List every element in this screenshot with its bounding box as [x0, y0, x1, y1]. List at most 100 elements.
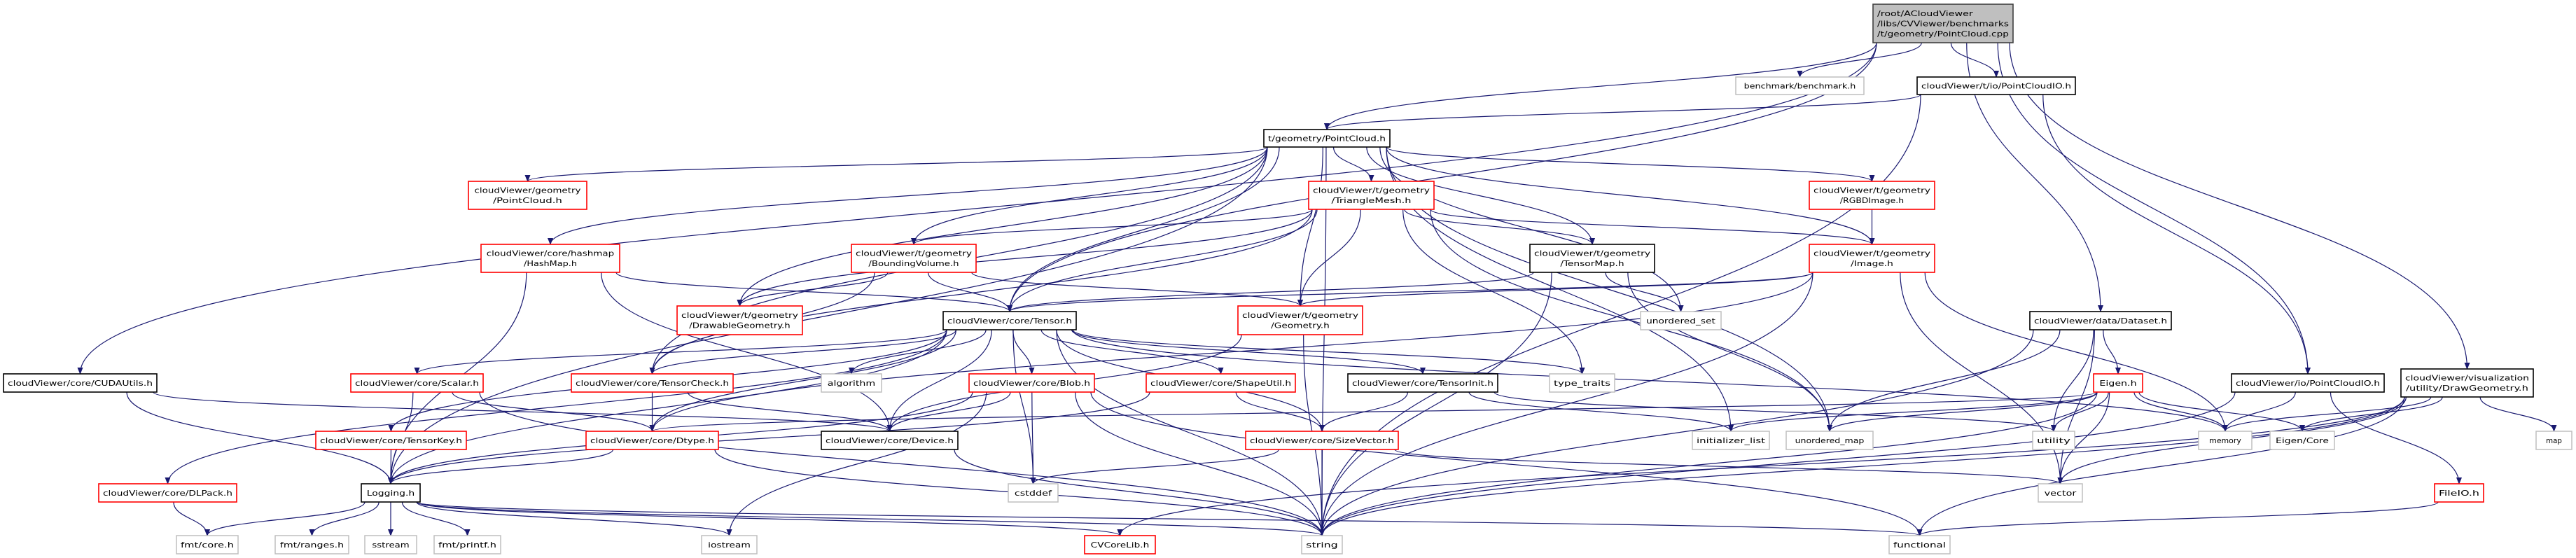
node-label: fmt/printf.h	[438, 540, 496, 550]
edge-Tensor-to-string	[1056, 329, 1325, 536]
node-box	[315, 431, 467, 450]
node-TensorMap[interactable]: cloudViewer/t/geometry/TensorMap.h	[1529, 244, 1655, 273]
node-box	[2198, 431, 2253, 450]
node-unordered_set[interactable]: unordered_set	[1640, 311, 1722, 330]
node-box	[821, 373, 882, 393]
node-Blob[interactable]: cloudViewer/core/Blob.h	[968, 373, 1095, 393]
node-DrawGeometry[interactable]: cloudViewer/visualization/utility/DrawGe…	[2400, 368, 2534, 398]
node-Tensor[interactable]: cloudViewer/core/Tensor.h	[942, 311, 1077, 330]
node-box	[2434, 483, 2484, 503]
node-label: /DrawableGeometry.h	[689, 321, 790, 330]
edge-Scalar-to-Dtype	[452, 391, 655, 432]
node-SizeVector[interactable]: cloudViewer/core/SizeVector.h	[1245, 431, 1399, 450]
node-label: cloudViewer/t/geometry	[856, 249, 972, 258]
edge-TensorMap-to-Tensor	[1007, 272, 1534, 312]
node-EigenCore[interactable]: Eigen/Core	[2269, 431, 2335, 450]
node-Logging[interactable]: Logging.h	[361, 483, 421, 503]
node-box	[176, 535, 239, 554]
node-type_traits[interactable]: type_traits	[1549, 373, 1615, 393]
edge-DrawGeometry-to-memory	[2222, 396, 2432, 432]
node-fmtranges[interactable]: fmt/ranges.h	[274, 535, 349, 554]
node-label: Eigen.h	[2099, 379, 2136, 388]
node-ShapeUtil[interactable]: cloudViewer/core/ShapeUtil.h	[1146, 373, 1296, 393]
node-box	[571, 373, 734, 393]
node-label: cloudViewer/core/Blob.h	[973, 379, 1090, 388]
node-label: /Geometry.h	[1271, 321, 1330, 330]
node-RGBDImage[interactable]: cloudViewer/t/geometry/RGBDImage.h	[1809, 181, 1935, 210]
node-label: CVCoreLib.h	[1091, 540, 1150, 550]
node-initializer_list[interactable]: initializer_list	[1692, 431, 1770, 450]
node-Device[interactable]: cloudViewer/core/Device.h	[821, 431, 959, 450]
node-box	[2535, 431, 2572, 450]
node-ioPointCloudIO[interactable]: cloudViewer/io/PointCloudIO.h	[2231, 373, 2385, 393]
node-Eigen[interactable]: Eigen.h	[2093, 373, 2143, 393]
node-utility[interactable]: utility	[2032, 431, 2075, 450]
node-fmtprintf[interactable]: fmt/printf.h	[433, 535, 501, 554]
node-iostream[interactable]: iostream	[701, 535, 758, 554]
node-Image[interactable]: cloudViewer/t/geometry/Image.h	[1809, 244, 1935, 273]
node-vector[interactable]: vector	[2038, 483, 2083, 503]
node-box	[361, 483, 421, 503]
node-box	[1529, 244, 1655, 273]
edge-Tensor-to-Scalar	[414, 329, 947, 375]
edge-tPointCloud-to-HashMap	[548, 146, 1268, 245]
node-box	[2400, 368, 2534, 398]
edge-tPointCloud-to-TriangleMesh	[1332, 146, 1374, 182]
node-Dataset[interactable]: cloudViewer/data/Dataset.h	[2029, 311, 2172, 330]
node-memory[interactable]: memory	[2198, 431, 2253, 450]
node-geomPointCloud[interactable]: cloudViewer/geometry/PointCloud.h	[468, 181, 587, 210]
node-DrawableGeometry[interactable]: cloudViewer/t/geometry/DrawableGeometry.…	[676, 305, 803, 335]
edge-Image-to-Tensor	[1007, 272, 1813, 312]
node-label: cloudViewer/core/Dtype.h	[590, 436, 714, 445]
node-label: cloudViewer/t/geometry	[681, 311, 798, 320]
node-Scalar[interactable]: cloudViewer/core/Scalar.h	[350, 373, 484, 393]
node-unordered_map[interactable]: unordered_map	[1785, 431, 1874, 450]
node-BoundingVolume[interactable]: cloudViewer/t/geometry/BoundingVolume.h	[851, 244, 977, 273]
node-CUDAUtils[interactable]: cloudViewer/core/CUDAUtils.h	[3, 373, 158, 393]
node-label: cloudViewer/core/Scalar.h	[355, 379, 479, 388]
node-DLPack[interactable]: cloudViewer/core/DLPack.h	[98, 483, 237, 503]
node-box	[1735, 76, 1865, 95]
node-TensorKey[interactable]: cloudViewer/core/TensorKey.h	[315, 431, 467, 450]
node-FileIO[interactable]: FileIO.h	[2434, 483, 2484, 503]
node-box	[1245, 431, 1399, 450]
node-root[interactable]: /root/ACloudViewer/libs/CVViewer/benchma…	[1872, 4, 2014, 43]
node-tPointCloud[interactable]: t/geometry/PointCloud.h	[1263, 129, 1391, 148]
node-label: sstream	[372, 540, 409, 550]
node-TensorInit[interactable]: cloudViewer/core/TensorInit.h	[1347, 373, 1498, 393]
node-functional[interactable]: functional	[1888, 535, 1951, 554]
edge-TriangleMesh-to-BoundingVolume	[911, 209, 1313, 245]
node-TriangleMesh[interactable]: cloudViewer/t/geometry/TriangleMesh.h	[1308, 181, 1435, 210]
edge-Tensor-to-DLPack	[165, 329, 947, 484]
edge-Device-to-string	[954, 449, 1325, 536]
node-CVCoreLib[interactable]: CVCoreLib.h	[1084, 535, 1156, 554]
edge-root-to-ioPointCloudIO	[1997, 42, 2311, 375]
node-cstddef[interactable]: cstddef	[1008, 483, 1059, 503]
node-fmtcore[interactable]: fmt/core.h	[176, 535, 239, 554]
edge-Tensor-to-type_traits	[1072, 329, 1585, 375]
node-box	[1872, 4, 2014, 43]
node-box	[676, 305, 803, 335]
edge-Eigen-to-Dtype	[650, 391, 2098, 432]
node-HashMap[interactable]: cloudViewer/core/hashmap/HashMap.h	[480, 244, 620, 273]
node-sstream[interactable]: sstream	[364, 535, 417, 554]
edge-TensorInit-to-initializer_list	[1468, 391, 1734, 432]
node-label: FileIO.h	[2439, 489, 2479, 498]
node-tioPointCloudIO[interactable]: cloudViewer/t/io/PointCloudIO.h	[1916, 76, 2076, 95]
node-benchmark[interactable]: benchmark/benchmark.h	[1735, 76, 1865, 95]
node-label: unordered_set	[1646, 316, 1715, 326]
edge-TriangleMesh-to-Geometry	[1297, 209, 1361, 307]
node-algorithm[interactable]: algorithm	[821, 373, 882, 393]
node-string[interactable]: string	[1301, 535, 1343, 554]
node-label: cloudViewer/geometry	[475, 186, 581, 195]
edge-Logging-to-CVCoreLib	[416, 501, 1123, 536]
node-label: /RGBDImage.h	[1840, 196, 1904, 205]
node-label: cloudViewer/core/DLPack.h	[103, 489, 232, 498]
node-Geometry[interactable]: cloudViewer/t/geometry/Geometry.h	[1237, 305, 1363, 335]
node-label: /libs/CVViewer/benchmarks	[1877, 19, 2009, 28]
edge-Dataset-to-utility	[2051, 329, 2094, 432]
edges-layer	[77, 42, 2557, 536]
node-Dtype[interactable]: cloudViewer/core/Dtype.h	[585, 431, 719, 450]
node-TensorCheck[interactable]: cloudViewer/core/TensorCheck.h	[571, 373, 734, 393]
node-map[interactable]: map	[2535, 431, 2572, 450]
